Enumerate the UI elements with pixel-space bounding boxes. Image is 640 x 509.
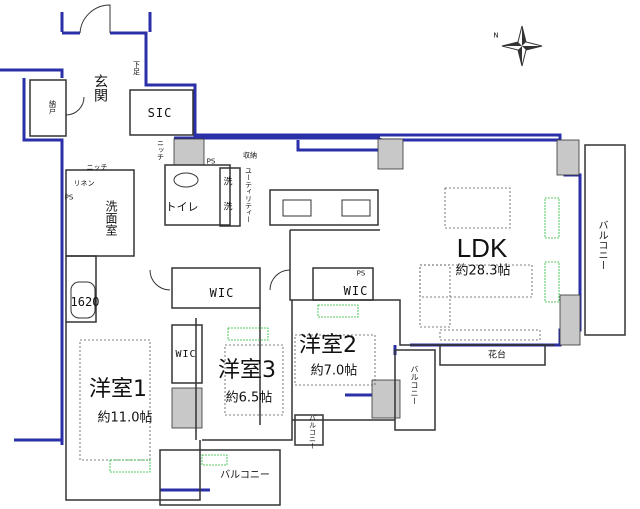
- bedroom-1-label: 洋室1: [89, 377, 147, 402]
- door-swings: [65, 4, 291, 291]
- balcony-small-1-label: バルコニー: [410, 365, 419, 405]
- pillars: [171, 138, 581, 429]
- ps-label-3: PS: [356, 269, 366, 278]
- bedroom-1-size: 約11.0帖: [97, 410, 153, 426]
- kitchen-fixtures: [70, 172, 371, 319]
- storage-label: 納戸: [48, 100, 57, 114]
- entrance-label: 玄関: [92, 74, 108, 102]
- bedroom-2-size: 約7.0帖: [310, 363, 358, 379]
- windows-marks: [109, 197, 560, 473]
- balcony-bottom-label: バルコニー: [220, 470, 270, 481]
- ldk-label: LDK: [456, 233, 508, 263]
- flower-stand-label: 花台: [487, 350, 507, 361]
- ps-label-1: PS: [64, 193, 74, 202]
- wic-label-3: WIC: [175, 349, 197, 360]
- washer-label-2: 洗: [223, 202, 233, 213]
- furniture: [79, 187, 541, 461]
- shoes-label: 下足: [132, 61, 141, 75]
- washroom-label: 洗面室: [104, 200, 118, 236]
- washer-label-1: 洗: [223, 177, 233, 188]
- bedroom-3-size: 約6.5帖: [225, 390, 273, 406]
- balcony-right-label: バルコニー: [596, 220, 607, 270]
- utility-label: ユーティリティー: [244, 167, 253, 223]
- sic-label: SIC: [147, 106, 173, 120]
- compass-icon: [501, 25, 543, 67]
- ps-label-2: PS: [206, 157, 216, 166]
- wic-label-2: WIC: [343, 284, 369, 298]
- bedroom-2-label: 洋室2: [299, 333, 357, 358]
- interior-walls: [29, 79, 626, 506]
- toilet-label: トイレ: [165, 200, 199, 214]
- balcony-small-2-label: バルコニー: [308, 414, 317, 450]
- niche-label-1: ニッチ: [86, 163, 108, 172]
- wic-label-1: WIC: [209, 286, 235, 300]
- ldk-size: 約28.3帖: [455, 263, 511, 279]
- bedroom-3-label: 洋室3: [218, 358, 276, 383]
- compass-north-label: N: [493, 31, 499, 40]
- linen-label: リネン: [73, 179, 95, 188]
- niche-label-2: ニッチ: [156, 139, 165, 161]
- bathtub-label: 1620: [70, 295, 100, 309]
- closet-label: 収納: [243, 151, 257, 160]
